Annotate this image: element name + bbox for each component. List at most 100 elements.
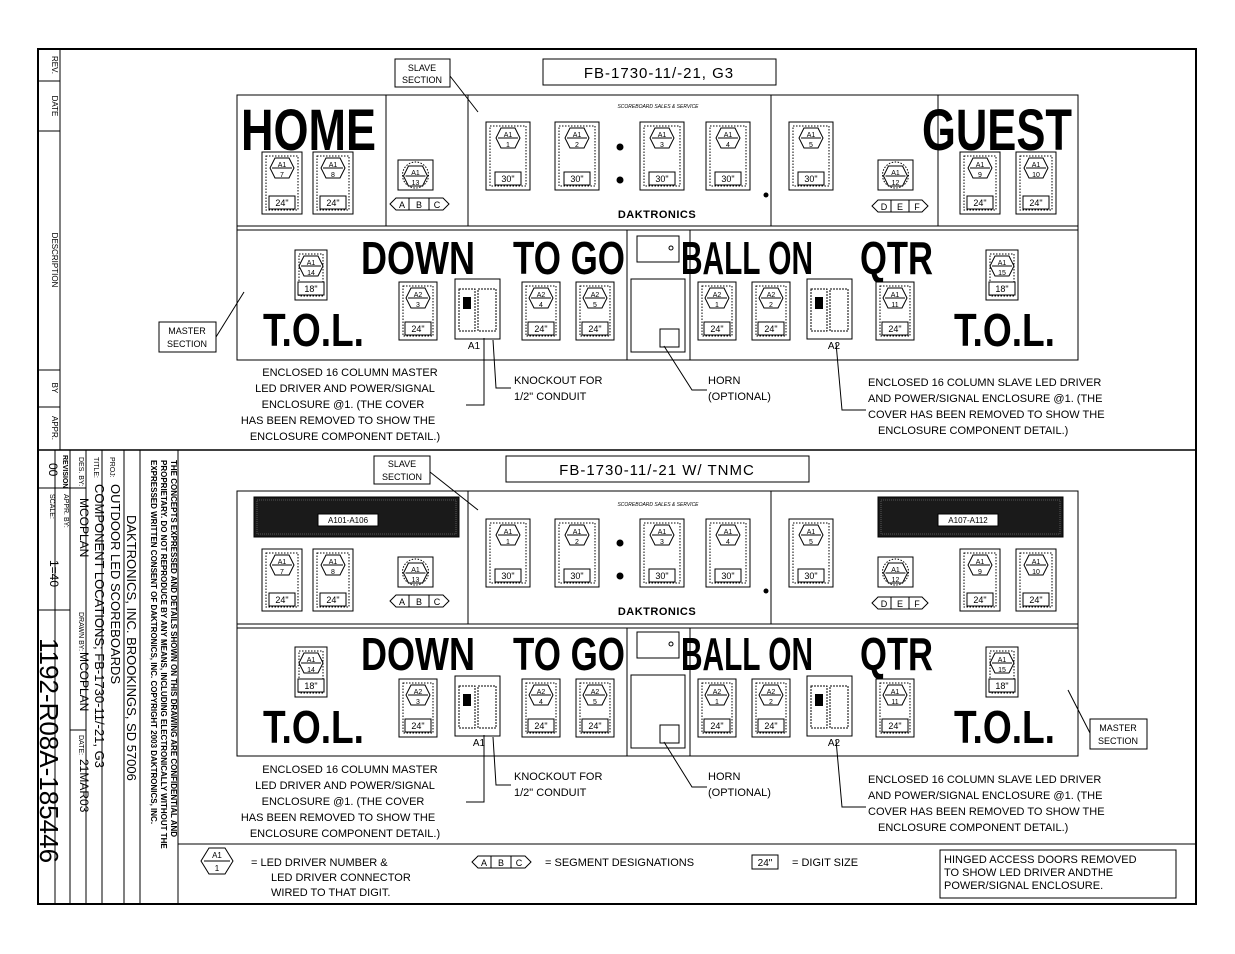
top-guest-segments: D E F [871,199,929,213]
drawing-border [37,48,1197,905]
bottom-driver-connector: 11 [891,699,898,706]
bottom-knockout-note-1: KNOCKOUT FOR [514,771,602,783]
bottom-driver-number: A1 [807,529,816,536]
top-digit-size: 24" [411,324,424,334]
top-slave-label-1: SLAVE [408,63,436,73]
bottom-digit-size: 18" [304,681,317,691]
top-driver-number: A1 [504,132,513,139]
bottom-driver-number: A1 [307,657,316,664]
top-driver-number: A1 [976,162,985,169]
top-digit-size: 24" [973,198,986,208]
top-digit-size: 24" [888,324,901,334]
bottom-digit-size: 24" [534,721,547,731]
legend-driver-text-3: WIRED TO THAT DIGIT. [271,887,390,899]
bottom-seg-b: B [416,597,422,607]
legend-driver-text-1: = LED DRIVER NUMBER & [251,857,388,869]
top-enclosure-a2: A2 [806,278,853,352]
top-driver-connector: 5 [593,302,597,309]
top-driver-number: A1 [329,162,338,169]
bottom-driver-connector: 4 [726,539,730,546]
bottom-horn-note-2: (OPTIONAL) [708,787,771,799]
description-label: DESCRIPTION [50,233,59,288]
revision-label: REVISION [61,455,68,488]
bottom-master-label-2: SECTION [1098,736,1138,746]
bottom-driver-number: A2 [414,689,423,696]
rev-label: REV. [50,56,59,74]
bottom-digit-size: 24" [275,595,288,605]
to-go-caption: TO GO [513,232,625,284]
drawn-by-name: MCOPLAN [77,652,91,711]
bottom-digit-size: 24" [411,721,424,731]
top-driver-connector: 1 [715,302,719,309]
bottom-driver-connector: 5 [593,699,597,706]
legend-driver-text-2: LED DRIVER CONNECTOR [271,872,411,884]
top-driver-connector: 13 [412,180,420,187]
bottom-digit-size: 24" [973,595,986,605]
top-driver-number: A1 [724,132,733,139]
bottom-digit-size: 30" [655,571,668,581]
bottom-slave-label-2: SECTION [382,472,422,482]
project-label: PROJ: [108,457,115,478]
legend-segment-text: = SEGMENT DESIGNATIONS [545,857,694,869]
top-slave-note-4: ENCLOSURE COMPONENT DETAIL.) [878,425,1068,437]
top-horn-note-2: (OPTIONAL) [708,391,771,403]
legend: A1 1 = LED DRIVER NUMBER & LED DRIVER CO… [178,843,1196,899]
top-horn-note-1: HORN [708,375,740,387]
drawing-title: COMPONENT LOCATIONS; FB-1730-11/-21, G3 [92,484,107,768]
top-sponsor: SCOREBOARD SALES & SERVICE [617,104,699,110]
top-digit-size: 30" [655,174,668,184]
top-notes: ENCLOSED 16 COLUMN MASTER LED DRIVER AND… [241,367,440,443]
bottom-to-go-caption: TO GO [513,628,625,680]
top-driver-connector: 2 [769,302,773,309]
top-seg-b: B [416,200,422,210]
top-driver-number: A2 [591,292,600,299]
top-driver-connector: 4 [539,302,543,309]
top-seg-f: F [914,202,920,212]
confidential-line-1: THE CONCEPTS EXPRESSED AND DETAILS SHOWN… [169,460,178,837]
top-digit-size: 30" [501,174,514,184]
title-block: THE CONCEPTS EXPRESSED AND DETAILS SHOWN… [34,450,179,904]
top-knockout-note-2: 1/2" CONDUIT [514,391,587,403]
tnmc-right-label: A107-A112 [948,516,988,525]
top-driver-connector: 8 [331,172,335,179]
top-driver-number: A2 [537,292,546,299]
top-digit-size: 24" [326,198,339,208]
top-driver-connector: 12 [892,180,900,187]
title-label: TITLE: [92,457,99,478]
bottom-seg-c: C [434,597,441,607]
top-driver-number: A1 [573,132,582,139]
bottom-sponsor: SCOREBOARD SALES & SERVICE [617,502,699,508]
top-driver-number: A1 [891,292,900,299]
top-digit-size: 24" [764,324,777,334]
bottom-home-segments: A B C [389,594,450,608]
bottom-driver-connector: 2 [575,539,579,546]
bottom-driver-number: A1 [278,559,287,566]
qtr-caption: QTR [860,232,933,284]
top-a1-label: A1 [468,341,481,352]
bottom-driver-connector: 2 [769,699,773,706]
bottom-slave-note-2: AND POWER/SIGNAL ENCLOSURE @1. (THE [868,790,1102,802]
top-driver-number: A2 [414,292,423,299]
bottom-guest-segments: D E F [871,596,929,610]
bottom-driver-number: A1 [411,567,420,574]
top-driver-connector: 14 [307,270,315,277]
top-driver-number: A1 [307,260,316,267]
bottom-master-label-1: MASTER [1099,723,1137,733]
bottom-master-note-4: HAS BEEN REMOVED TO SHOW THE [241,812,435,824]
bottom-knockout-note-2: 1/2" CONDUIT [514,787,587,799]
bottom-qtr-caption: QTR [860,628,933,680]
